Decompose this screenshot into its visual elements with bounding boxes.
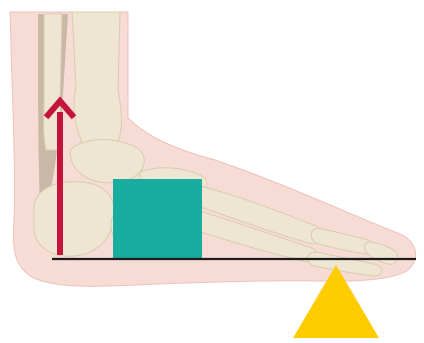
tibia-bone (72, 12, 122, 146)
load-block (113, 179, 202, 258)
